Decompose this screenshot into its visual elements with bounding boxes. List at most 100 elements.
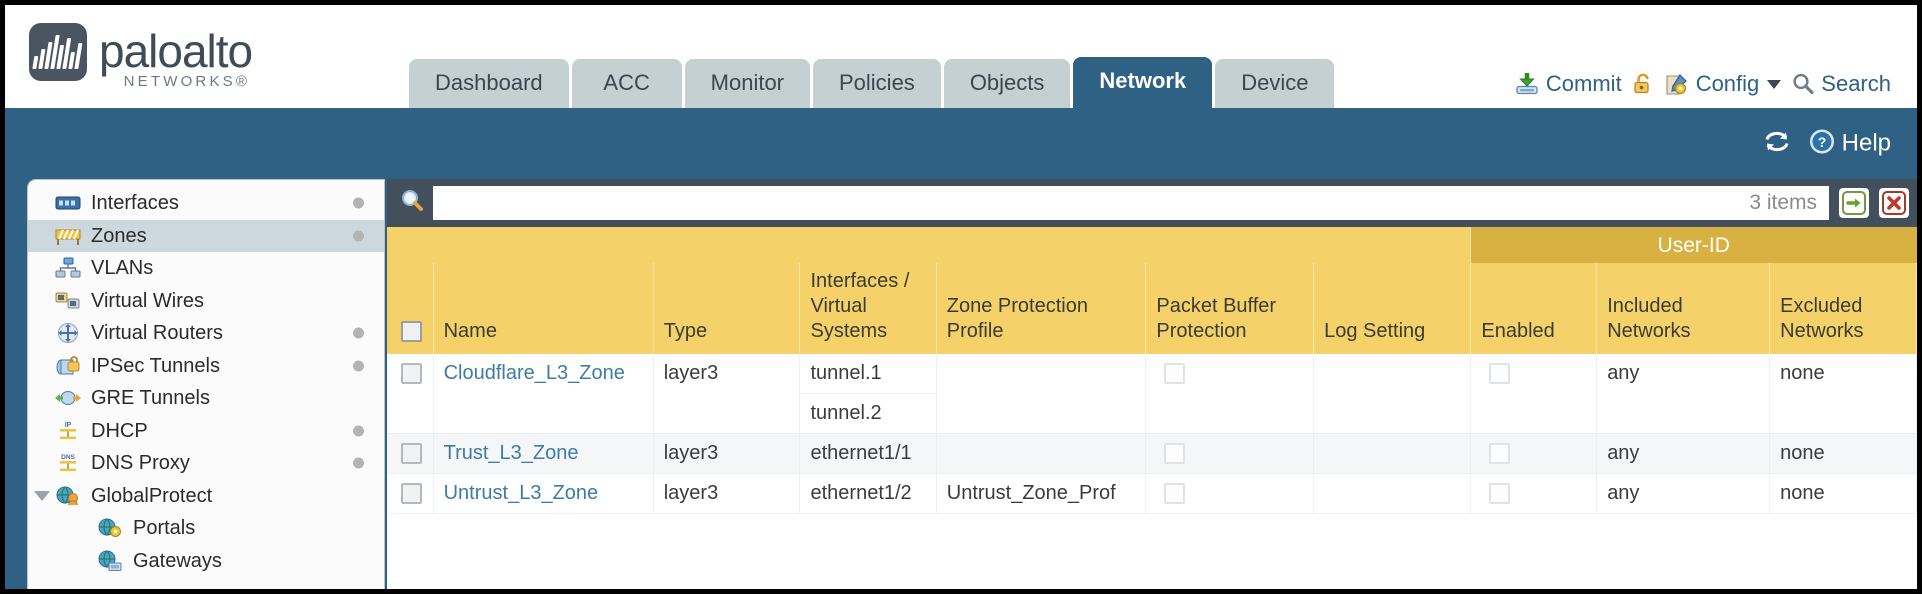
config-menu[interactable]: Config <box>1664 72 1782 96</box>
sidebar-item-status-dot <box>353 425 364 437</box>
content-panel: 3 items <box>387 179 1917 589</box>
svg-text:IP: IP <box>65 422 72 429</box>
column-header-type[interactable]: Type <box>653 263 801 354</box>
nav-tab-dashboard[interactable]: Dashboard <box>409 59 569 108</box>
interface-entry: ethernet1/1 <box>810 442 912 464</box>
sidebar-item-dhcp[interactable]: IP DHCP <box>28 415 384 448</box>
sidebar-item-label: Zones <box>91 224 147 247</box>
filter-search-icon[interactable] <box>399 188 425 219</box>
sidebar-item-vlans[interactable]: VLANs <box>28 252 384 285</box>
interface-entry: ethernet1/2 <box>810 482 912 504</box>
sidebar-item-gateways[interactable]: Gateways <box>28 545 384 578</box>
nav-tab-device[interactable]: Device <box>1215 59 1335 108</box>
apply-filter-button[interactable] <box>1839 188 1869 218</box>
column-header-log-setting[interactable]: Log Setting <box>1313 263 1472 354</box>
sidebar-item-virtual-wires[interactable]: Virtual Wires <box>28 285 384 318</box>
sidebar-item-ipsec-tunnels[interactable]: IPSec Tunnels <box>28 350 384 383</box>
packet-buffer-protection-checkbox[interactable] <box>1164 363 1186 385</box>
refresh-icon[interactable] <box>1762 128 1792 159</box>
cell-interfaces: ethernet1/2 <box>799 473 937 514</box>
packet-buffer-protection-checkbox[interactable] <box>1164 483 1186 505</box>
cell-userid-enabled <box>1470 473 1598 514</box>
sidebar-item-label: GlobalProtect <box>91 484 213 507</box>
column-header-included-networks[interactable]: Included Networks <box>1596 263 1771 354</box>
zone-name-link[interactable]: Untrust_L3_Zone <box>443 482 599 504</box>
cell-packet-buffer-protection <box>1145 354 1315 434</box>
packet-buffer-protection-checkbox[interactable] <box>1164 443 1186 465</box>
sub-header-bar: ? Help <box>5 108 1917 179</box>
search-label: Search <box>1821 71 1891 96</box>
sidebar-item-label: Interfaces <box>91 192 179 215</box>
nav-tab-monitor[interactable]: Monitor <box>684 59 810 108</box>
header-spacer <box>387 227 1472 263</box>
column-header-name[interactable]: Name <box>433 263 654 354</box>
sidebar-item-label: Portals <box>133 517 196 540</box>
items-count-label: 3 items <box>1749 186 1829 220</box>
brand-subtitle: NETWORKS® <box>123 73 251 90</box>
nav-tab-objects[interactable]: Objects <box>943 59 1071 108</box>
search-button[interactable]: Search <box>1791 72 1891 96</box>
row-select-checkbox[interactable] <box>401 483 422 505</box>
cell-packet-buffer-protection <box>1145 433 1315 474</box>
column-header-excluded-networks[interactable]: Excluded Networks <box>1769 263 1917 354</box>
sidebar-item-status-dot <box>353 360 364 372</box>
cell-packet-buffer-protection <box>1145 473 1315 514</box>
filter-bar: 3 items <box>387 179 1917 227</box>
dhcp-icon: IP <box>54 420 82 442</box>
interface-entry: tunnel.2 <box>810 402 882 424</box>
userid-enabled-checkbox[interactable] <box>1489 443 1511 465</box>
sidebar-item-label: Gateways <box>133 549 222 572</box>
nav-tab-acc[interactable]: ACC <box>571 59 682 108</box>
column-header-enabled[interactable]: Enabled <box>1470 263 1598 354</box>
dns-proxy-icon: DNS <box>54 452 82 474</box>
sidebar-item-dns-proxy[interactable]: DNS DNS Proxy <box>28 447 384 480</box>
userid-enabled-checkbox[interactable] <box>1489 483 1511 505</box>
filter-input[interactable] <box>433 186 1750 220</box>
cell-included-networks: any <box>1596 473 1771 514</box>
sidebar-item-virtual-routers[interactable]: Virtual Routers <box>28 317 384 350</box>
zone-name-link[interactable]: Trust_L3_Zone <box>443 442 579 464</box>
expand-collapse-caret-icon[interactable] <box>34 490 50 501</box>
lock-button[interactable] <box>1632 72 1654 96</box>
nav-tab-network[interactable]: Network <box>1073 57 1213 108</box>
row-select-checkbox[interactable] <box>401 443 422 465</box>
userid-enabled-checkbox[interactable] <box>1489 363 1511 385</box>
clear-filter-button[interactable] <box>1879 188 1909 218</box>
sidebar-item-zones[interactable]: Zones <box>28 219 384 252</box>
nav-tab-policies[interactable]: Policies <box>813 59 941 108</box>
ipsec-tunnels-icon <box>54 355 82 377</box>
select-all-header-cell <box>387 263 434 354</box>
cell-name: Trust_L3_Zone <box>433 433 654 474</box>
column-header-zone-protection-profile[interactable]: Zone Protection Profile <box>936 263 1147 354</box>
row-select-checkbox[interactable] <box>401 363 422 385</box>
sidebar-item-label: DHCP <box>91 419 148 442</box>
globalprotect-icon <box>54 485 82 507</box>
sidebar-item-label: Virtual Routers <box>91 322 223 345</box>
help-button[interactable]: ? Help <box>1808 127 1891 160</box>
sidebar-item-label: GRE Tunnels <box>91 387 210 410</box>
sidebar-item-portals[interactable]: Portals <box>28 512 384 545</box>
commit-label: Commit <box>1545 71 1622 96</box>
column-header-interfaces-virtual-systems[interactable]: Interfaces / Virtual Systems <box>799 263 937 354</box>
virtual-routers-icon <box>54 322 82 344</box>
help-icon: ? <box>1808 127 1836 160</box>
sidebar-item-label: DNS Proxy <box>91 452 190 475</box>
column-header-packet-buffer-protection[interactable]: Packet Buffer Protection <box>1145 263 1315 354</box>
sidebar-item-globalprotect[interactable]: GlobalProtect <box>28 480 384 513</box>
select-all-checkbox[interactable] <box>401 321 422 343</box>
portals-icon <box>96 517 124 539</box>
zone-name-link[interactable]: Cloudflare_L3_Zone <box>443 362 625 384</box>
virtual-wires-icon <box>54 290 82 312</box>
sidebar-item-interfaces[interactable]: Interfaces <box>28 187 384 220</box>
sidebar-item-gre-tunnels[interactable]: GRE Tunnels <box>28 382 384 415</box>
commit-button[interactable]: Commit <box>1514 72 1622 96</box>
